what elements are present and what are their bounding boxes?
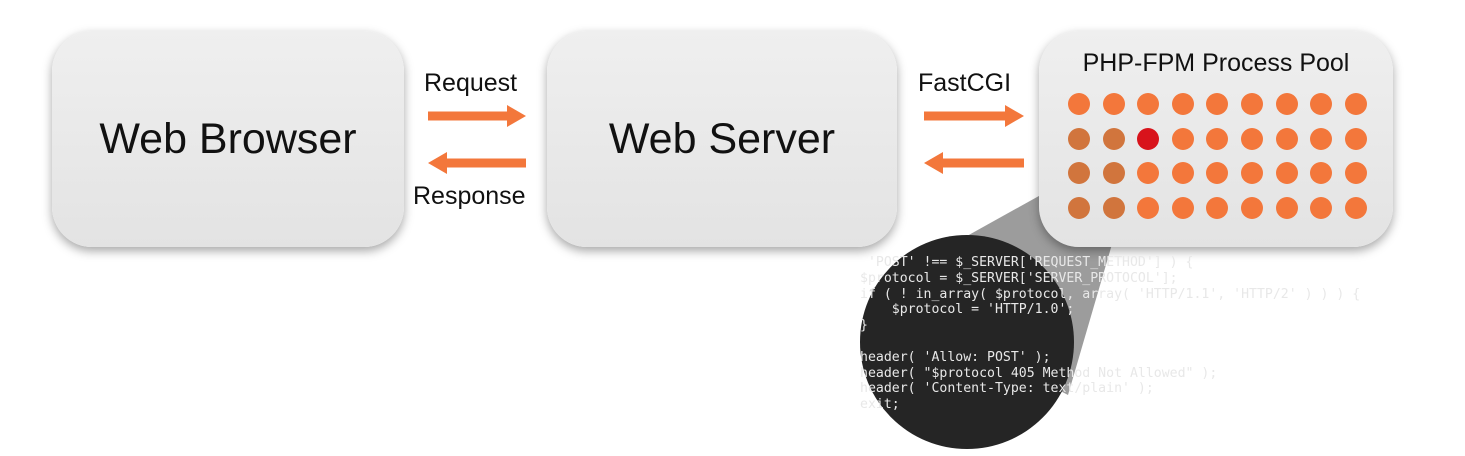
process-dot: [1068, 127, 1090, 150]
fastcgi-response-arrow: [924, 152, 1024, 174]
response-label: Response: [413, 182, 526, 210]
process-dot: [1171, 93, 1194, 115]
process-dot: [1275, 162, 1298, 184]
process-dot: [1241, 162, 1263, 184]
process-dot: [1344, 196, 1367, 219]
web-browser-node: Web Browser: [52, 31, 404, 247]
process-dot: [1241, 93, 1263, 115]
process-dot: [1241, 127, 1263, 150]
process-dot: [1206, 196, 1229, 219]
process-dot: [1068, 196, 1090, 219]
web-server-node: Web Server: [547, 31, 897, 247]
fastcgi-request-arrow: [924, 105, 1024, 127]
process-dot: [1206, 93, 1229, 115]
response-arrow: [428, 152, 526, 174]
fastcgi-label: FastCGI: [918, 69, 1012, 97]
active-process-dot: [1137, 127, 1160, 150]
process-dot: [1344, 127, 1367, 150]
process-dot: [1102, 162, 1125, 184]
process-dot: [1171, 127, 1194, 150]
process-dot: [1137, 93, 1160, 115]
process-dot: [1310, 162, 1333, 184]
request-label: Request: [424, 69, 518, 97]
request-arrow: [428, 105, 526, 127]
web-browser-label: Web Browser: [99, 114, 357, 163]
web-server-label: Web Server: [608, 114, 836, 163]
process-dot: [1137, 162, 1160, 184]
process-dot: [1344, 162, 1367, 184]
process-dot: [1275, 127, 1298, 150]
process-dot: [1241, 196, 1263, 219]
process-dot: [1206, 162, 1229, 184]
process-pool-label: PHP-FPM Process Pool: [1082, 49, 1350, 77]
process-dot: [1310, 127, 1333, 150]
code-snippet: 'POST' !== $_SERVER['REQUEST_METHOD'] ) …: [860, 255, 1361, 413]
process-dot: [1102, 127, 1125, 150]
process-dot: [1137, 196, 1160, 219]
process-dot: [1310, 93, 1333, 115]
process-dot: [1206, 127, 1229, 150]
process-dot: [1068, 93, 1090, 115]
process-dot: [1344, 93, 1367, 115]
process-dot: [1310, 196, 1333, 219]
process-dot: [1171, 162, 1194, 184]
process-pool-node: PHP-FPM Process Pool: [1039, 31, 1393, 247]
process-dot: [1275, 196, 1298, 219]
process-dot: [1102, 196, 1125, 219]
process-dot: [1171, 196, 1194, 219]
process-dot: [1275, 93, 1298, 115]
process-dot: [1102, 93, 1125, 115]
process-dot: [1068, 162, 1090, 184]
code-magnifier: 'POST' !== $_SERVER['REQUEST_METHOD'] ) …: [860, 235, 1360, 449]
